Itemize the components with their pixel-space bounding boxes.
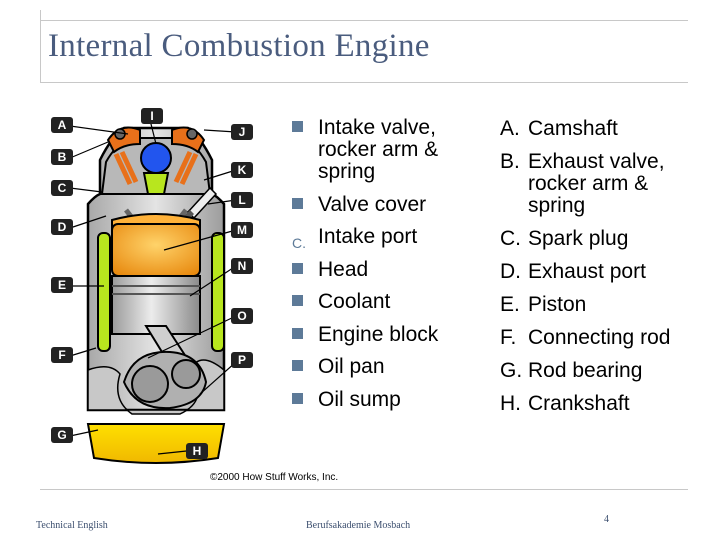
list-item-letter: C.: [500, 227, 521, 250]
list-item: B. Exhaust valve, rocker arm & spring: [500, 151, 710, 217]
diagram-label-o: O: [237, 309, 246, 323]
footer-left-text: Technical English: [36, 520, 108, 531]
list-item-text: Intake valve, rocker arm & spring: [318, 116, 439, 183]
list-item: G.Rod bearing: [500, 360, 710, 382]
list-item: Head: [292, 257, 482, 281]
square-bullet-icon: [292, 392, 303, 404]
diagram-label-m: M: [237, 223, 247, 237]
diagram-label-g: G: [57, 428, 66, 442]
list-item: E. Piston: [500, 294, 710, 316]
square-bullet-icon: [292, 197, 303, 209]
page-number: 4: [604, 514, 609, 525]
list-item: F. Connecting rod: [500, 327, 710, 349]
list-item: Oil pan: [292, 356, 482, 378]
diagram-label-k: K: [238, 163, 247, 177]
list-item: Intake valve, rocker arm & spring: [292, 117, 482, 183]
square-bullet-icon: [292, 360, 303, 371]
list-item: H. Crankshaft: [500, 393, 710, 415]
image-copyright: ©2000 How Stuff Works, Inc.: [210, 472, 339, 483]
diagram-label-i: I: [150, 109, 153, 123]
square-bullet-icon: [292, 121, 303, 132]
list-item-text: Crankshaft: [528, 392, 630, 415]
list-item-text: Exhaust valve, rocker arm & spring: [528, 150, 665, 217]
list-item-text: Engine block: [318, 322, 439, 346]
list-item: Engine block: [292, 322, 482, 346]
diagram-label-e: E: [58, 278, 66, 292]
list-item-text: Rod bearing: [528, 359, 643, 382]
list-item-text: Oil sump: [318, 387, 401, 411]
list-item: Oil sump: [292, 387, 482, 411]
list-item-letter: A.: [500, 117, 520, 140]
list-item-letter: G.: [500, 359, 523, 382]
list-item-text: Connecting rod: [528, 326, 671, 349]
footer-rule: [40, 489, 688, 490]
title-rule: [40, 82, 688, 83]
list-item-text: Coolant: [318, 290, 391, 313]
diagram-label-c: C: [58, 181, 67, 195]
list-item: Coolant: [292, 291, 482, 313]
list-item: D. Exhaust port: [500, 261, 710, 283]
list-item-text: Spark plug: [528, 227, 629, 250]
list-item-letter: E.: [500, 293, 520, 316]
list-item-text: Camshaft: [528, 117, 618, 140]
lettered-parts-list: A. Camshaft B. Exhaust valve, rocker arm &…: [500, 118, 710, 426]
list-item: C. Intake port: [292, 225, 482, 252]
diagram-label-b: B: [58, 150, 67, 164]
engine-diagram: A B C D E F G H I J K L M N O P: [51, 108, 253, 464]
diagram-label-p: P: [238, 353, 246, 367]
diagram-label-d: D: [58, 220, 67, 234]
combustion-chamber: [111, 213, 201, 277]
diagram-label-j: J: [239, 125, 246, 139]
slide-title: Internal Combustion Engine: [48, 28, 430, 64]
diagram-label-f: F: [58, 348, 65, 362]
leader-lines: [69, 119, 237, 455]
diagram-label-a: A: [58, 118, 67, 132]
title-left-rule: [40, 10, 41, 82]
list-item-text: Intake port: [318, 225, 418, 248]
top-rule: [40, 20, 688, 21]
list-item: Valve cover: [292, 192, 482, 216]
list-item-text: Valve cover: [318, 192, 427, 216]
square-bullet-icon: [292, 295, 303, 306]
list-item-letter: D.: [500, 260, 521, 283]
list-item-text: Head: [318, 257, 369, 281]
list-item-text: Piston: [528, 293, 587, 316]
list-item-letter: F.: [500, 326, 517, 349]
diagram-label-l: L: [238, 193, 245, 207]
list-item-text: Exhaust port: [528, 260, 646, 283]
footer-center-text: Berufsakademie Mosbach: [306, 520, 411, 531]
list-item: A. Camshaft: [500, 118, 710, 140]
list-item-letter: H.: [500, 392, 521, 415]
diagram-label-n: N: [238, 259, 247, 273]
parts-list: Intake valve, rocker arm & spring Valve …: [292, 117, 482, 421]
list-item-text: Oil pan: [318, 355, 385, 378]
crankcase: [87, 350, 225, 415]
diagram-label-h: H: [193, 444, 202, 458]
list-item-letter: B.: [500, 150, 520, 173]
list-item-marker: C.: [292, 235, 306, 251]
square-bullet-icon: [292, 327, 303, 339]
list-item: C. Spark plug: [500, 228, 710, 250]
square-bullet-icon: [292, 262, 303, 274]
diagram-label-markers: A B C D E F G H I J K L M N O P: [51, 108, 253, 459]
